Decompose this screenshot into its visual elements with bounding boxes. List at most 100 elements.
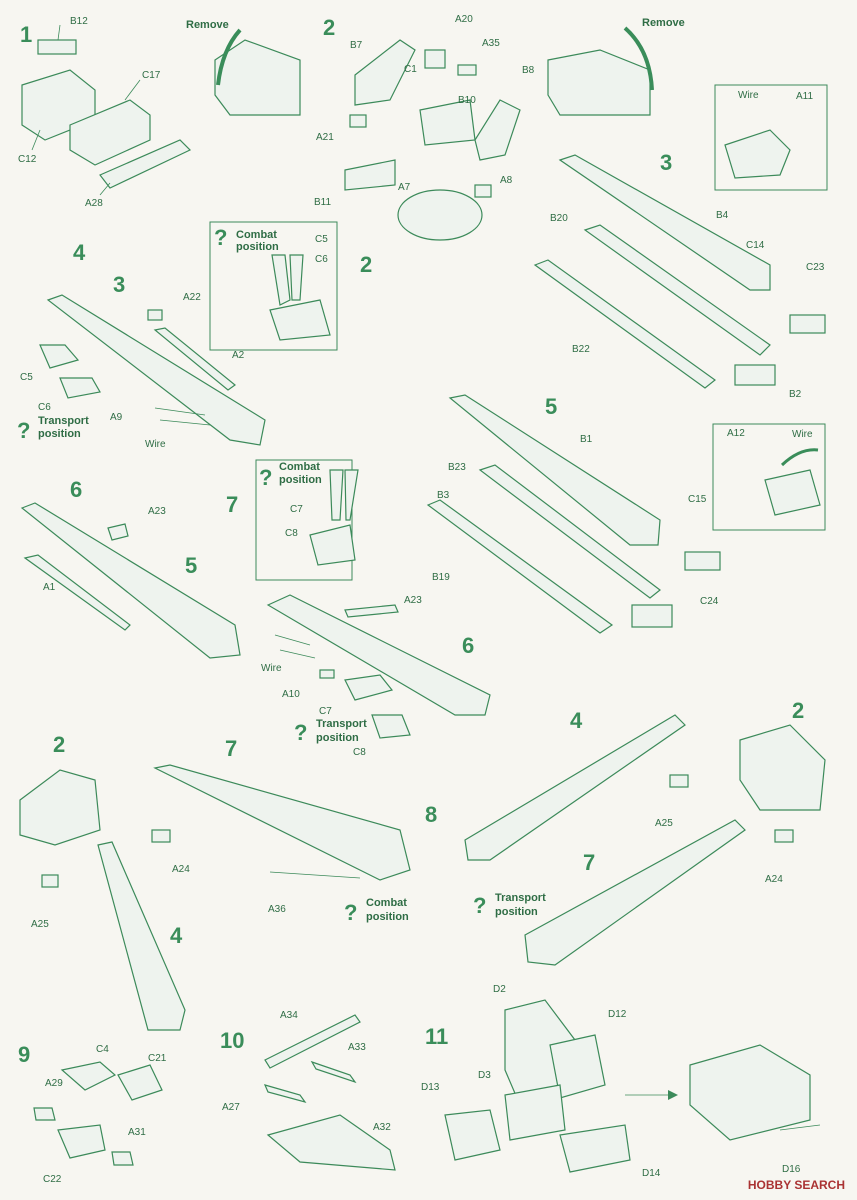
svg-text:A2: A2 (232, 350, 245, 361)
svg-text:C17: C17 (142, 70, 161, 81)
part-shape (309, 524, 356, 566)
svg-text:C4: C4 (96, 1044, 109, 1055)
part-shape (264, 1014, 361, 1069)
part-shape (344, 469, 359, 521)
hobby-search-watermark: HOBBY SEARCH (747, 1178, 845, 1192)
svg-text:A9: A9 (110, 412, 123, 423)
svg-text:A32: A32 (373, 1122, 391, 1133)
step-1: 1 B12 C17 C12 A28 (18, 16, 192, 209)
part-shape (269, 299, 331, 341)
svg-text:B19: B19 (432, 572, 450, 583)
part-shape (59, 377, 101, 399)
svg-text:Combat: Combat (279, 461, 320, 473)
svg-text:A1: A1 (43, 582, 56, 593)
part-shape (474, 184, 492, 198)
part-shape (457, 64, 477, 76)
part-shape (504, 1084, 566, 1141)
svg-text:C23: C23 (806, 262, 825, 273)
part-shape (559, 1124, 631, 1173)
part-shape (533, 259, 716, 389)
part-shape (583, 224, 771, 356)
svg-text:B8: B8 (522, 65, 535, 76)
svg-text:C1: C1 (404, 64, 417, 75)
part-shape (349, 114, 367, 128)
svg-text:9: 9 (18, 1042, 30, 1067)
step-9: 9 C4 C21 A29 A31 C22 (18, 1042, 167, 1185)
svg-text:5: 5 (185, 553, 197, 578)
part-shape (153, 327, 236, 391)
svg-text:D14: D14 (642, 1168, 661, 1179)
svg-text:B7: B7 (350, 40, 363, 51)
svg-text:3: 3 (113, 272, 125, 297)
svg-text:C24: C24 (700, 596, 719, 607)
svg-text:Wire: Wire (261, 663, 282, 674)
svg-text:D16: D16 (782, 1164, 801, 1175)
part-shape (271, 254, 291, 306)
svg-text:4: 4 (73, 240, 86, 265)
svg-text:C22: C22 (43, 1174, 62, 1185)
step-5: 5 A12 Wire B1 B23 B3 C15 B19 C24 (426, 394, 826, 634)
part-shape (739, 724, 826, 811)
remove-label: Remove (186, 19, 229, 31)
svg-text:Combat: Combat (366, 897, 407, 909)
step-6: 6 5 A23 A1 (20, 477, 241, 659)
svg-text:A24: A24 (172, 864, 190, 875)
svg-text:B10: B10 (458, 95, 476, 106)
svg-text:position: position (366, 911, 409, 923)
svg-text:D2: D2 (493, 984, 506, 995)
part-shape (263, 1084, 307, 1104)
part-shape (424, 49, 446, 69)
svg-text:6: 6 (462, 633, 474, 658)
svg-text:C6: C6 (315, 254, 328, 265)
part-shape (97, 841, 186, 1031)
svg-text:C5: C5 (20, 372, 33, 383)
part-shape (266, 1114, 396, 1171)
part-shape (419, 99, 476, 146)
part-shape (99, 139, 192, 189)
part-shape (41, 874, 59, 888)
svg-text:A25: A25 (655, 818, 673, 829)
svg-text:5: 5 (545, 394, 557, 419)
svg-text:2: 2 (53, 732, 65, 757)
part-shape (151, 829, 171, 843)
part-shape (319, 669, 335, 679)
svg-text:C8: C8 (353, 747, 366, 758)
part-shape (549, 1034, 606, 1099)
svg-text:B22: B22 (572, 344, 590, 355)
part-shape (107, 523, 129, 541)
svg-text:A23: A23 (404, 595, 422, 606)
svg-text:Wire: Wire (792, 429, 813, 440)
part-shape (117, 1064, 163, 1101)
svg-text:2: 2 (323, 15, 335, 40)
svg-text:A34: A34 (280, 1010, 298, 1021)
part-shape (734, 364, 776, 386)
svg-text:A24: A24 (765, 874, 783, 885)
question-icon: ? (344, 900, 357, 925)
part-shape (354, 39, 416, 106)
svg-text:A23: A23 (148, 506, 166, 517)
svg-text:C21: C21 (148, 1053, 167, 1064)
svg-text:B4: B4 (716, 210, 729, 221)
svg-text:A21: A21 (316, 132, 334, 143)
detail-inset (712, 423, 826, 531)
step-2: 2 Remove Remove A20 A35 B7 C1 B8 B10 A21… (186, 14, 685, 277)
svg-text:A25: A25 (31, 919, 49, 930)
svg-text:A35: A35 (482, 38, 500, 49)
step-3: 3 Wire A11 B4 B20 C14 C23 B22 B2 (533, 84, 828, 400)
svg-text:Remove: Remove (642, 17, 685, 29)
svg-text:A20: A20 (455, 14, 473, 25)
part-shape (20, 502, 241, 659)
step-8: 8 2 7 A24 A25 A36 ? Combat position 4 4 … (19, 698, 826, 1031)
part-shape (474, 99, 521, 161)
svg-text:Transport: Transport (316, 718, 367, 730)
svg-text:position: position (495, 906, 538, 918)
part-shape (310, 1060, 357, 1084)
part-shape (60, 1061, 117, 1091)
svg-text:8: 8 (425, 802, 437, 827)
svg-text:Wire: Wire (145, 439, 166, 450)
question-icon: ? (214, 225, 227, 250)
part-shape (397, 189, 483, 241)
step-10: 10 A34 A33 A27 A32 (220, 1010, 396, 1171)
